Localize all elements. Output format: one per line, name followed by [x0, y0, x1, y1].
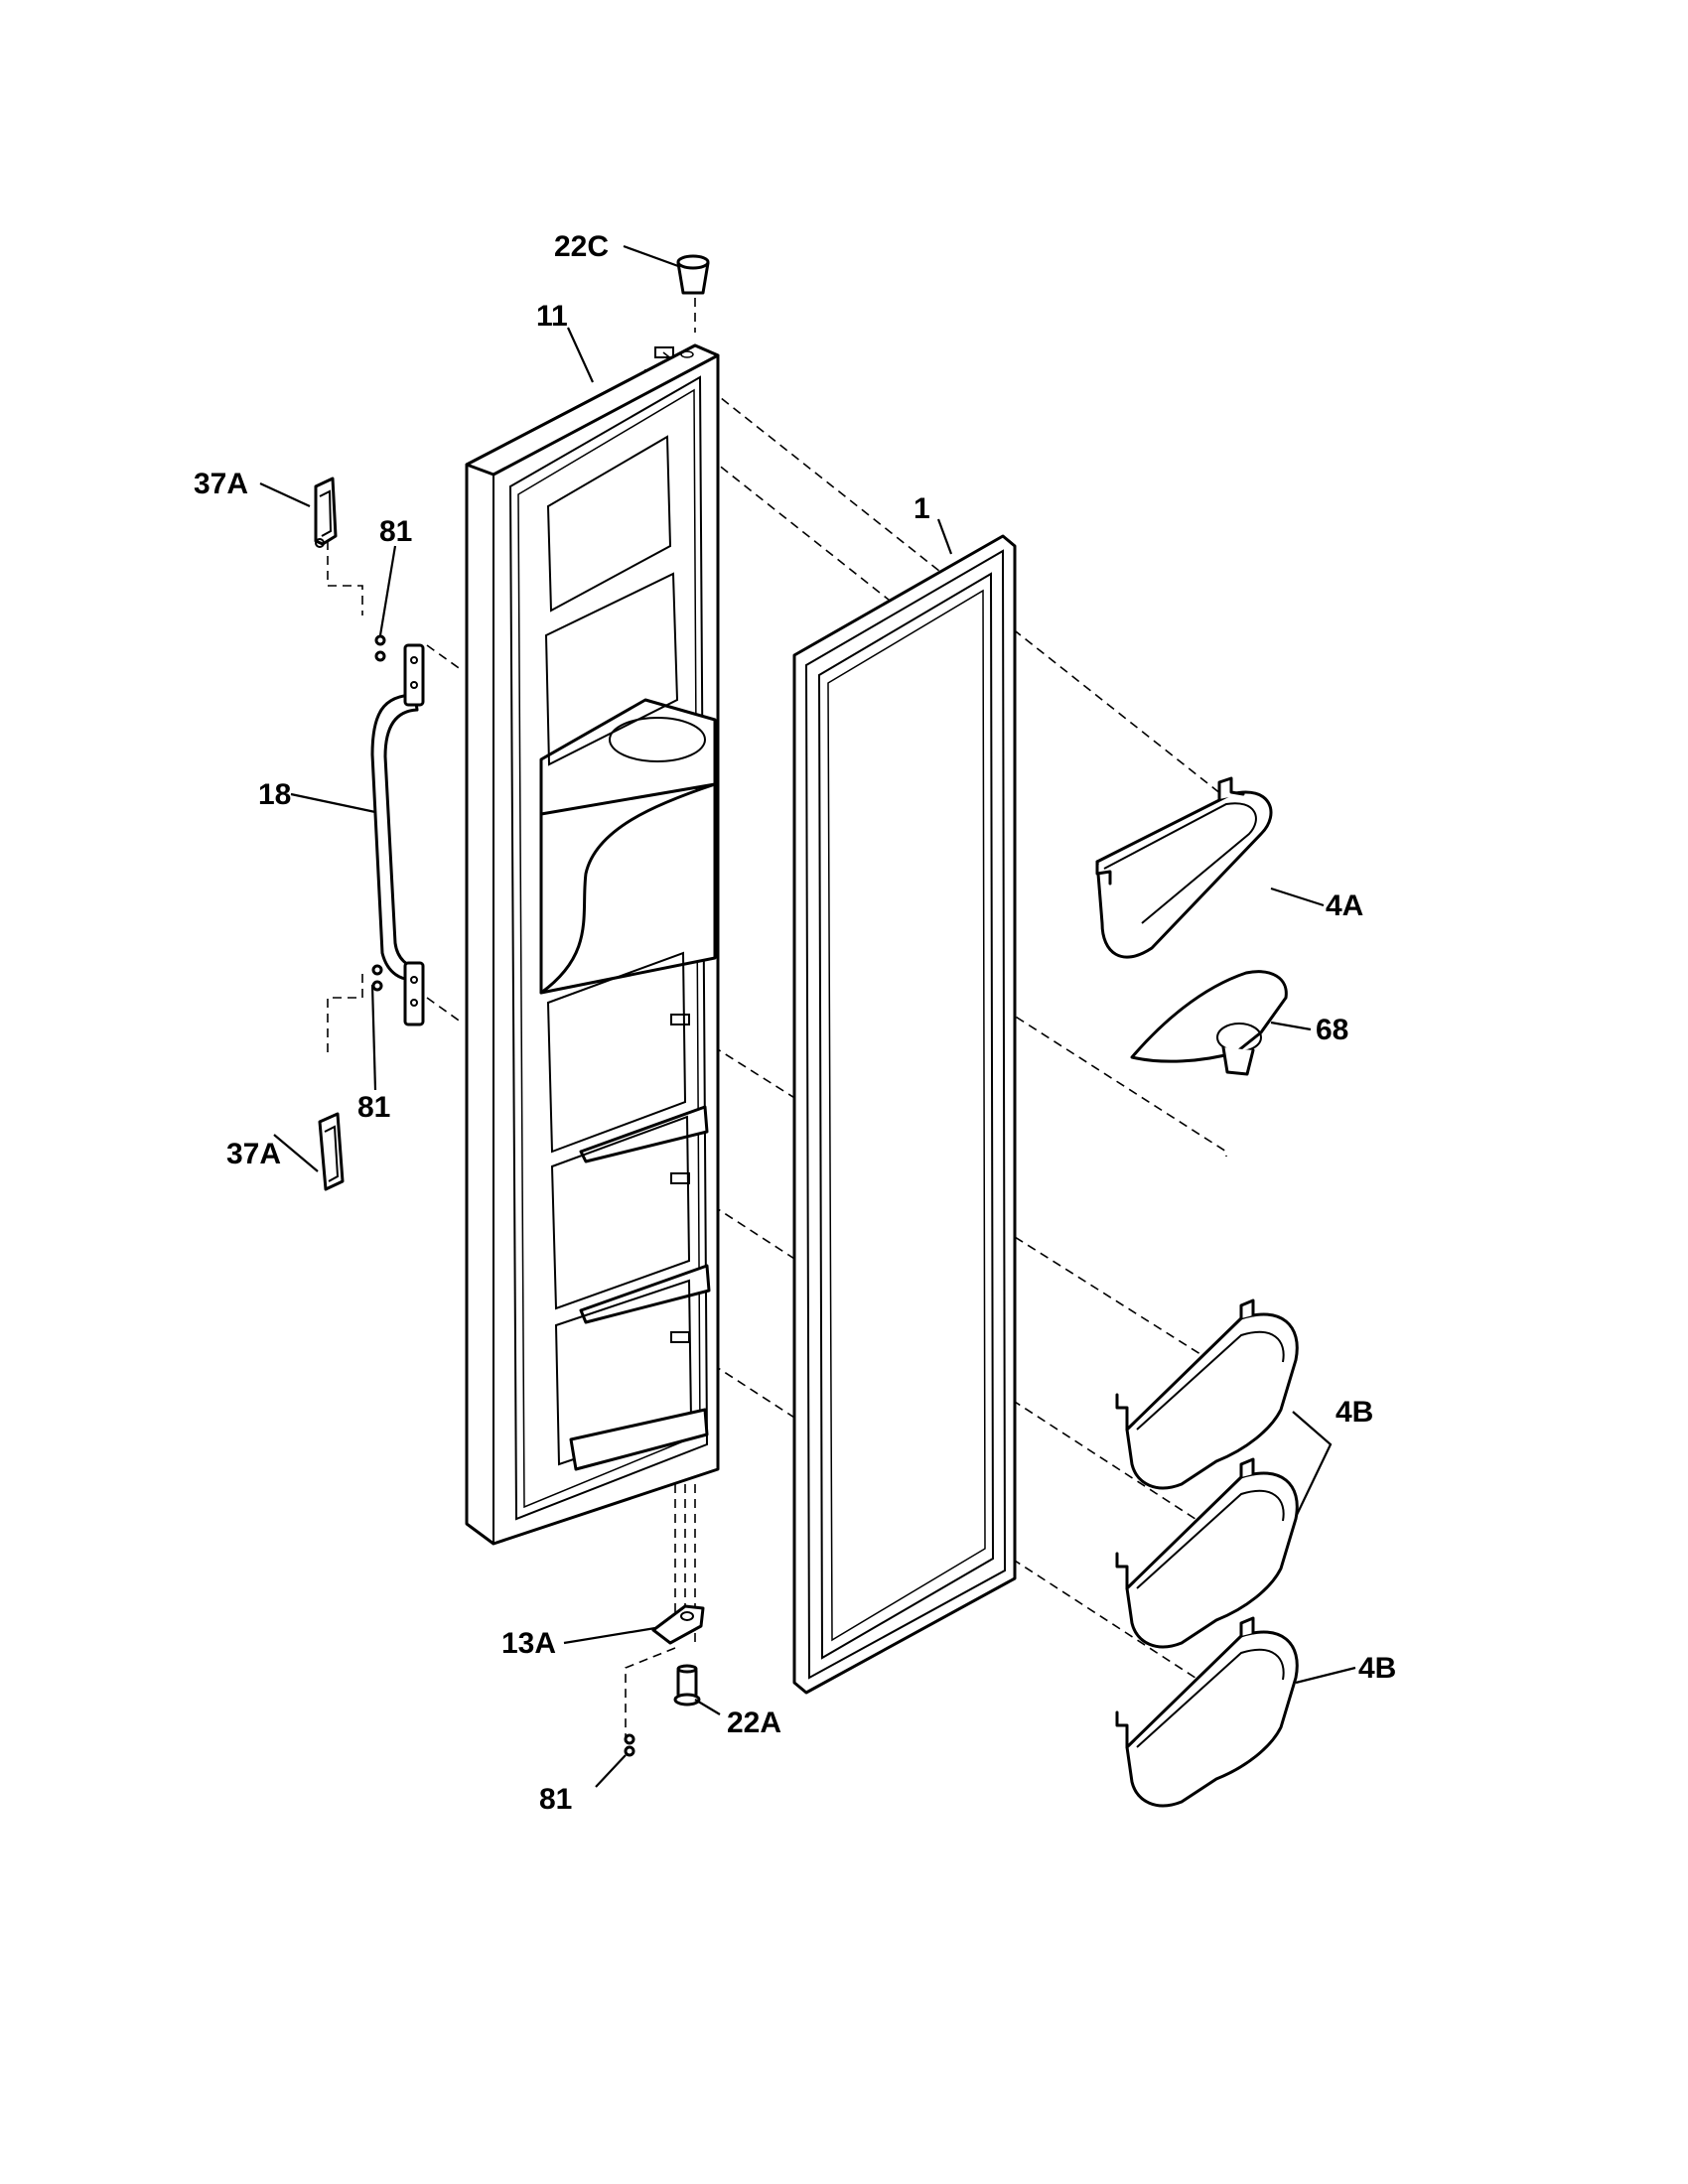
callout-13A: 13A — [501, 1627, 556, 1660]
callout-1: 1 — [914, 492, 930, 525]
handle-cover-37A-bottom — [318, 1112, 345, 1191]
door-bins-4B — [1115, 1298, 1299, 1808]
callout-4B-lower: 4B — [1358, 1652, 1396, 1685]
callout-37A-bottom: 37A — [226, 1138, 281, 1170]
callout-4A: 4A — [1326, 889, 1363, 922]
callout-81-top: 81 — [379, 515, 412, 548]
door-handle-18 — [370, 643, 425, 1026]
handle-cover-37A-top — [314, 477, 338, 548]
callout-labels: 22C 11 37A 81 1 18 4A 68 81 37A 4B 4B 13… — [194, 230, 1396, 1816]
gasket-part-1 — [792, 534, 1017, 1695]
door-part-11 — [465, 343, 720, 1546]
screws-81 — [371, 634, 635, 1757]
callout-11: 11 — [536, 300, 568, 333]
hinge-pin-22C — [676, 254, 710, 295]
callout-4B-upper: 4B — [1336, 1396, 1373, 1429]
cup-68 — [1130, 970, 1288, 1076]
callout-22C: 22C — [554, 230, 609, 263]
callout-37A-top: 37A — [194, 468, 248, 500]
callout-18: 18 — [258, 778, 291, 811]
callout-68: 68 — [1316, 1014, 1348, 1046]
hinge-pin-22A — [673, 1664, 701, 1706]
callout-81-mid: 81 — [357, 1091, 390, 1124]
callout-81-bottom: 81 — [539, 1783, 572, 1816]
callout-22A: 22A — [727, 1706, 781, 1739]
leader-lines — [259, 244, 1356, 1788]
hinge-bracket-13A — [651, 1604, 705, 1645]
alignment-lines — [327, 283, 1242, 1742]
door-bin-4A — [1095, 776, 1273, 959]
